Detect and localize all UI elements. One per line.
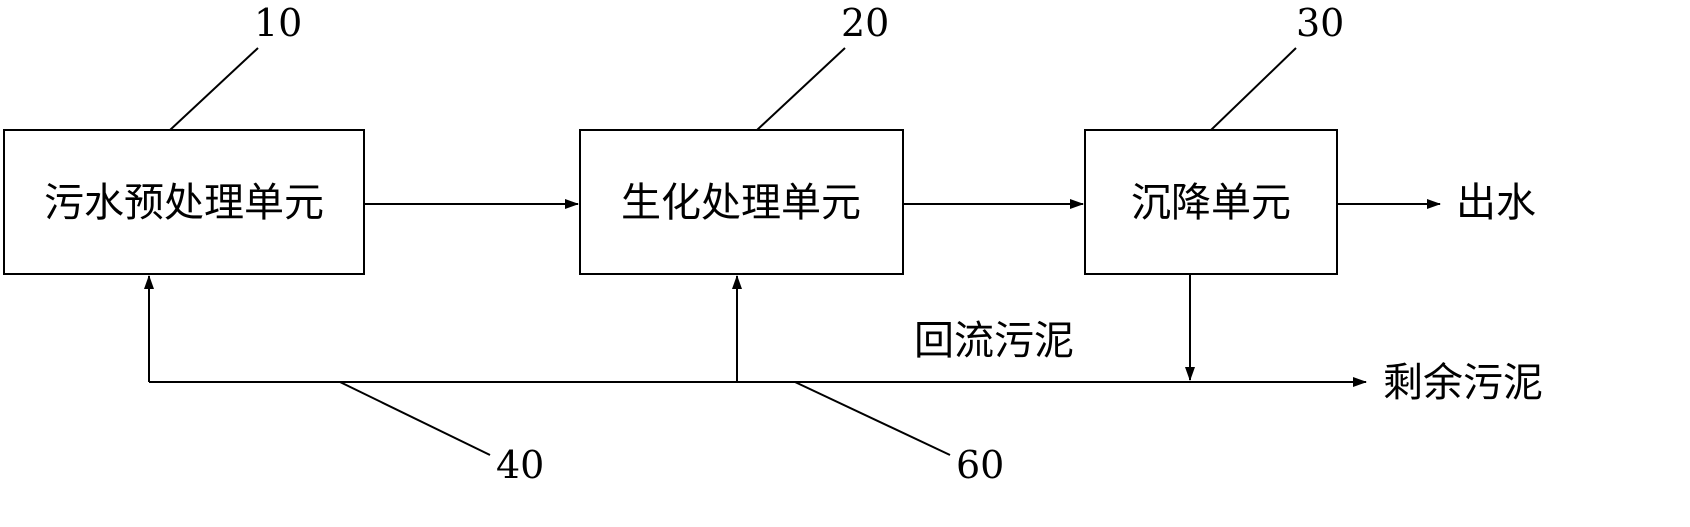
ref-number-40: 40 xyxy=(496,443,544,487)
leader-line-40 xyxy=(339,381,491,456)
ref-number-60: 60 xyxy=(956,443,1004,487)
pretreatment-unit-label: 污水预处理单元 xyxy=(44,180,324,226)
leader-line-60 xyxy=(794,381,951,456)
leader-line-10 xyxy=(169,47,259,131)
sedimentation-unit-label: 沉降单元 xyxy=(1131,180,1291,226)
leader-line-30 xyxy=(1210,47,1297,131)
pretreatment-unit-box xyxy=(3,129,365,275)
biochemical-unit-box xyxy=(579,129,904,275)
leader-line-20 xyxy=(756,47,846,131)
ref-number-20: 20 xyxy=(841,1,889,45)
surplus-sludge-label: 剩余污泥 xyxy=(1383,360,1543,406)
ref-number-30: 30 xyxy=(1296,1,1344,45)
effluent-label: 出水 xyxy=(1456,180,1536,226)
return-sludge-label: 回流污泥 xyxy=(914,318,1074,364)
biochemical-unit-label: 生化处理单元 xyxy=(621,180,861,226)
ref-number-10: 10 xyxy=(254,1,302,45)
